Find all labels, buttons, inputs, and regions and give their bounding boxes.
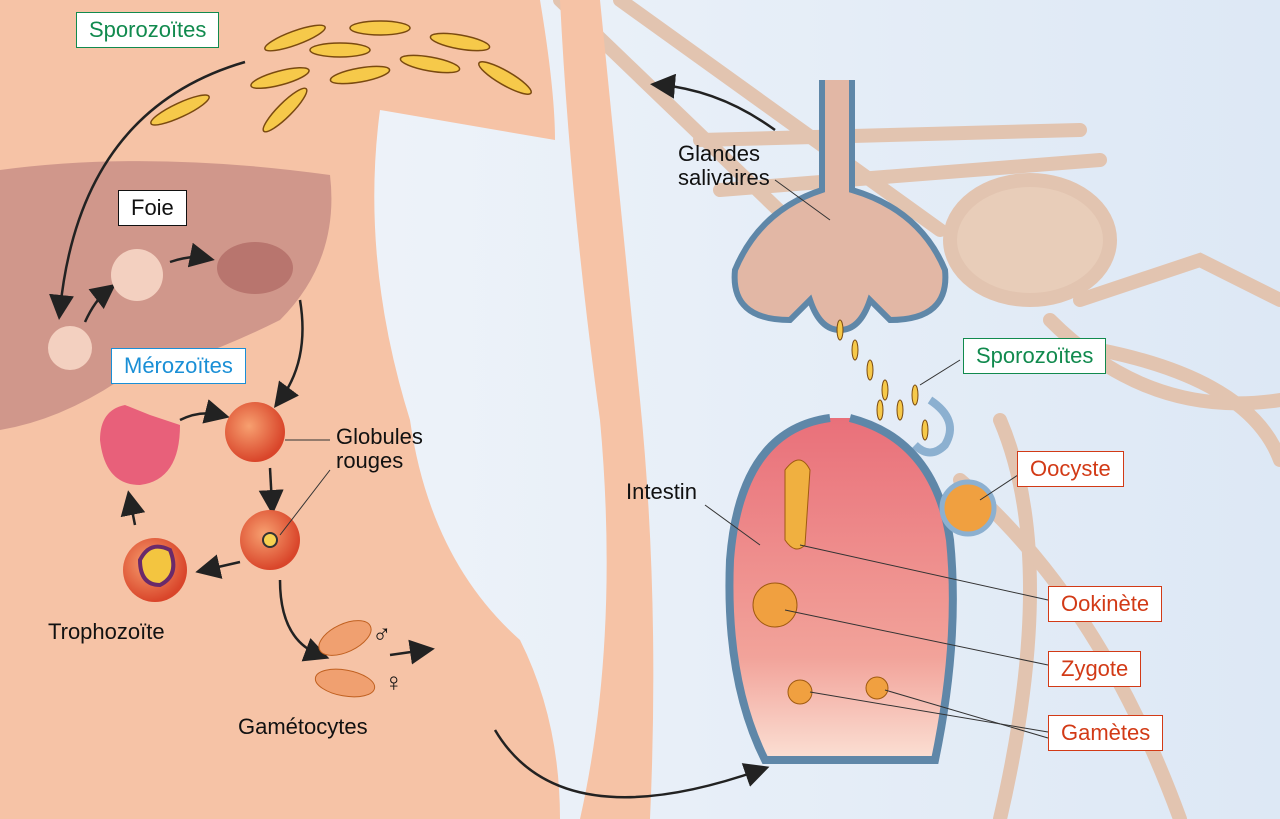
oocyst-rupture bbox=[912, 396, 954, 457]
female-gamete bbox=[865, 676, 889, 700]
infected-liver-cell bbox=[111, 249, 163, 301]
liver-cell bbox=[48, 326, 92, 370]
label-zygote: Zygote bbox=[1048, 651, 1142, 688]
sporozoites-cluster bbox=[150, 20, 532, 133]
female-gametocyte bbox=[314, 668, 376, 698]
label-oocyste: Oocyste bbox=[1017, 451, 1124, 488]
sporozoites-small bbox=[836, 319, 929, 441]
male-gametocyte bbox=[318, 620, 372, 656]
label-gametes: Gamètes bbox=[1048, 715, 1164, 752]
label-merozoites: Mérozoïtes bbox=[111, 348, 246, 385]
female-symbol: ♀ bbox=[384, 667, 404, 697]
label-foie: Foie bbox=[118, 190, 187, 227]
label-sporozoites-right: Sporozoïtes bbox=[963, 338, 1107, 375]
label-intestin: Intestin bbox=[626, 479, 697, 504]
label-glandes-salivaires: Glandes salivaires bbox=[678, 141, 770, 191]
oocyst bbox=[939, 479, 997, 537]
red-blood-cell bbox=[225, 402, 285, 462]
schizont bbox=[217, 242, 293, 294]
label-ookinete: Ookinète bbox=[1048, 586, 1163, 623]
male-gamete bbox=[787, 679, 813, 705]
leader-lines bbox=[279, 179, 1049, 739]
ookinete bbox=[784, 459, 811, 550]
label-trophozoite: Trophozoïte bbox=[48, 619, 165, 644]
male-symbol: ♂ bbox=[372, 619, 392, 649]
label-globules-rouges: Globules rouges bbox=[336, 424, 423, 474]
label-gametocytes: Gamétocytes bbox=[238, 714, 368, 739]
label-sporozoites-top: Sporozoïtes bbox=[76, 12, 220, 49]
bursting-cell bbox=[100, 405, 180, 485]
zygote bbox=[752, 582, 798, 628]
